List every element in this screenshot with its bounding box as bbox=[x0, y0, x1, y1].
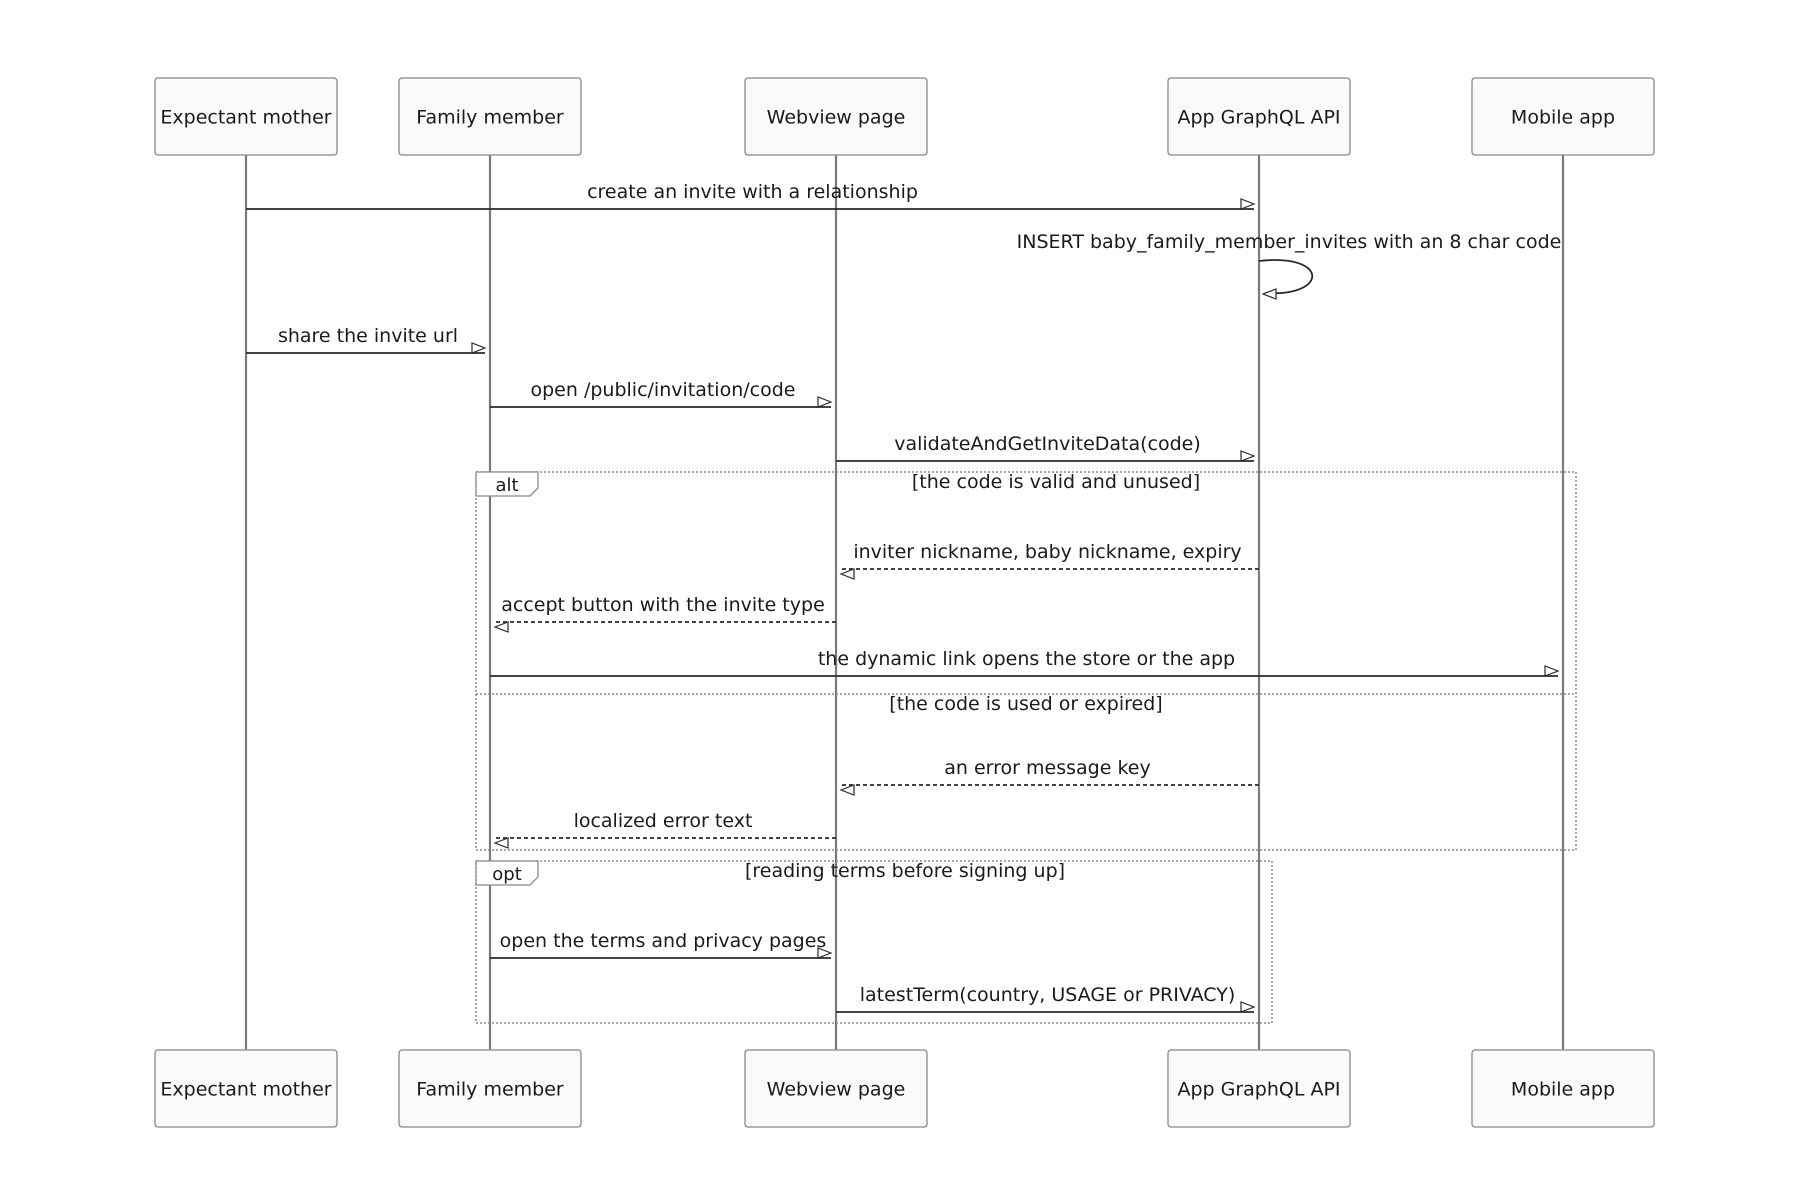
message-label: INSERT baby_family_member_invites with a… bbox=[1017, 231, 1562, 253]
frame-condition: [the code is used or expired] bbox=[889, 693, 1162, 715]
participant-box bbox=[154, 1049, 338, 1128]
message-label: share the invite url bbox=[278, 325, 458, 347]
frame-tab bbox=[475, 860, 539, 886]
participant-box bbox=[398, 1049, 582, 1128]
arrow-head bbox=[839, 784, 855, 796]
frame-condition: [the code is valid and unused] bbox=[912, 471, 1200, 493]
message-10: localized error text bbox=[493, 810, 836, 849]
participant-webview-top: Webview page bbox=[744, 77, 928, 156]
message-1: create an invite with a relationship bbox=[246, 181, 1256, 210]
message-label: open /public/invitation/code bbox=[531, 379, 796, 401]
message-label: inviter nickname, baby nickname, expiry bbox=[853, 541, 1241, 563]
message-6: inviter nickname, baby nickname, expiry bbox=[839, 541, 1259, 580]
participant-box bbox=[1167, 1049, 1351, 1128]
message-2: INSERT baby_family_member_invites with a… bbox=[1017, 231, 1562, 300]
frame-kind-label: opt bbox=[492, 864, 522, 885]
message-label: create an invite with a relationship bbox=[587, 181, 918, 203]
frame-kind-label: alt bbox=[495, 475, 518, 496]
message-3: share the invite url bbox=[246, 325, 487, 354]
arrow-head bbox=[817, 396, 833, 408]
message-5: validateAndGetInviteData(code) bbox=[836, 433, 1256, 462]
participant-box bbox=[398, 77, 582, 156]
participant-label: Webview page bbox=[767, 107, 906, 129]
message-label: accept button with the invite type bbox=[501, 594, 825, 616]
message-label: an error message key bbox=[944, 757, 1150, 779]
message-label: validateAndGetInviteData(code) bbox=[894, 433, 1201, 455]
participant-family-bottom: Family member bbox=[398, 1049, 582, 1128]
message-label: localized error text bbox=[574, 810, 753, 832]
arrow-head bbox=[493, 837, 509, 849]
message-label: latestTerm(country, USAGE or PRIVACY) bbox=[860, 984, 1236, 1006]
message-4: open /public/invitation/code bbox=[490, 379, 833, 408]
frame-tab bbox=[475, 471, 539, 497]
frame-border bbox=[475, 471, 1577, 851]
arrow-head bbox=[493, 621, 509, 633]
message-8: the dynamic link opens the store or the … bbox=[490, 648, 1560, 677]
participant-box bbox=[1167, 77, 1351, 156]
participant-mobile-top: Mobile app bbox=[1471, 77, 1655, 156]
message-label: the dynamic link opens the store or the … bbox=[818, 648, 1235, 670]
message-7: accept button with the invite type bbox=[493, 594, 836, 633]
participant-label: Family member bbox=[416, 107, 564, 129]
frame-alt: alt [the code is valid and unused] [the co… bbox=[475, 471, 1577, 851]
participant-box bbox=[744, 1049, 928, 1128]
arrow-head bbox=[1240, 450, 1256, 462]
frame-condition: [reading terms before signing up] bbox=[745, 860, 1065, 882]
participant-api-top: App GraphQL API bbox=[1167, 77, 1351, 156]
arrow-head bbox=[839, 568, 855, 580]
message-11: open the terms and privacy pages bbox=[490, 930, 833, 959]
lifelines bbox=[244, 155, 1565, 1050]
frames: alt [the code is valid and unused] [the co… bbox=[475, 471, 1577, 1024]
arrow-head bbox=[1240, 1001, 1256, 1013]
arrow-head bbox=[817, 947, 833, 959]
message-line bbox=[1258, 259, 1314, 295]
participant-label: Mobile app bbox=[1511, 107, 1615, 129]
arrow-head bbox=[1261, 288, 1277, 300]
participant-mother-bottom: Expectant mother bbox=[154, 1049, 338, 1128]
message-9: an error message key bbox=[839, 757, 1259, 796]
frame-opt: opt [reading terms before signing up] bbox=[475, 860, 1273, 1024]
participant-mother-top: Expectant mother bbox=[154, 77, 338, 156]
message-label: open the terms and privacy pages bbox=[500, 930, 827, 952]
participant-label: Expectant mother bbox=[160, 1079, 331, 1101]
participant-box bbox=[154, 77, 338, 156]
message-12: latestTerm(country, USAGE or PRIVACY) bbox=[836, 984, 1256, 1013]
participant-label: Family member bbox=[416, 1079, 564, 1101]
participant-label: App GraphQL API bbox=[1177, 1079, 1340, 1101]
frame-border bbox=[475, 860, 1273, 1024]
participant-box bbox=[744, 77, 928, 156]
participant-label: App GraphQL API bbox=[1177, 107, 1340, 129]
messages: create an invite with a relationshipINSE… bbox=[246, 181, 1562, 1013]
participant-box bbox=[1471, 1049, 1655, 1128]
arrow-head bbox=[1544, 665, 1560, 677]
participant-mobile-bottom: Mobile app bbox=[1471, 1049, 1655, 1128]
participant-label: Webview page bbox=[767, 1079, 906, 1101]
participant-webview-bottom: Webview page bbox=[744, 1049, 928, 1128]
arrow-head bbox=[471, 342, 487, 354]
participant-label: Expectant mother bbox=[160, 107, 331, 129]
arrow-head bbox=[1240, 198, 1256, 210]
participant-box bbox=[1471, 77, 1655, 156]
participant-label: Mobile app bbox=[1511, 1079, 1615, 1101]
participant-api-bottom: App GraphQL API bbox=[1167, 1049, 1351, 1128]
participant-family-top: Family member bbox=[398, 77, 582, 156]
